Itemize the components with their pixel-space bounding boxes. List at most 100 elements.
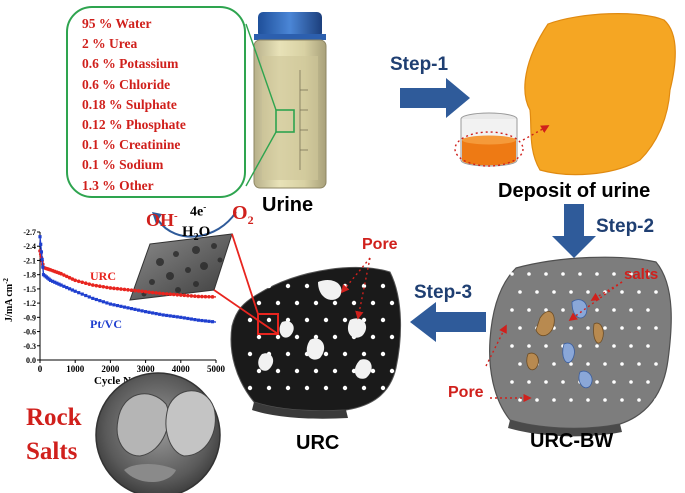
series-point-ptvc	[84, 293, 88, 298]
pore-dot	[389, 334, 395, 340]
series-point-ptvc	[67, 287, 72, 291]
series-point-urc	[189, 294, 194, 298]
series-point-ptvc	[147, 310, 151, 314]
series-point-ptvc	[57, 282, 61, 286]
pore-dot	[637, 398, 641, 402]
series-point-ptvc	[179, 315, 183, 319]
urine-jar	[253, 12, 327, 189]
pore-dot	[389, 300, 395, 306]
y-tick-label: 0.0	[26, 356, 36, 365]
urine-composition-list: 95 % Water 2 % Urea 0.6 % Potassium 0.6 …	[66, 6, 246, 198]
pore-dot	[646, 344, 650, 348]
series-point-ptvc	[175, 315, 179, 319]
series-point-ptvc	[48, 278, 53, 282]
series-point-urc	[203, 294, 208, 299]
series-point-ptvc	[154, 312, 158, 316]
series-point-ptvc	[98, 299, 102, 303]
pore-dot	[256, 368, 262, 374]
pore-dot	[586, 290, 590, 294]
pore-dot	[629, 344, 633, 348]
pore-dot	[313, 368, 319, 374]
y-tick-label: -2.7	[23, 228, 36, 237]
pore-dot	[544, 380, 548, 384]
callout-lines	[245, 23, 277, 187]
pore-dot	[510, 344, 514, 348]
pore-dot	[629, 308, 633, 312]
pore-dot	[518, 290, 522, 294]
pore-dot	[518, 398, 522, 402]
series-point-urc	[122, 287, 127, 292]
y-tick-label: -0.6	[23, 328, 36, 337]
series-point-ptvc	[65, 285, 69, 290]
pore-dot	[370, 300, 376, 306]
pore-dot	[595, 344, 599, 348]
pore-dot	[266, 317, 272, 323]
y-tick-label: -1.5	[23, 285, 36, 294]
series-point-urc	[83, 281, 88, 286]
urc-bw-label: URC-BW	[530, 430, 614, 452]
pore-dot	[361, 283, 367, 289]
series-point-ptvc	[144, 310, 148, 314]
reaction-h2o: H2O	[182, 224, 211, 243]
series-point-ptvc	[126, 306, 130, 310]
series-point-ptvc	[80, 292, 84, 296]
pore-dot	[285, 317, 291, 323]
pore-dot	[646, 272, 650, 276]
pore-dot	[637, 362, 641, 366]
series-point-urc	[126, 288, 130, 292]
pore-dot	[620, 362, 624, 366]
step3-arrow	[410, 302, 486, 342]
series-point-urc	[196, 294, 201, 299]
series-point-urc	[150, 290, 155, 295]
series-point-ptvc	[40, 257, 44, 262]
series-point-urc	[210, 295, 215, 299]
pore-dot	[510, 380, 514, 384]
series-point-ptvc	[51, 279, 55, 283]
series-point-urc	[80, 280, 85, 285]
pore-dot	[256, 300, 262, 306]
pore-dot	[510, 308, 514, 312]
series-point-ptvc	[59, 283, 63, 287]
series-point-ptvc	[94, 297, 98, 302]
y-tick-label: -1.2	[23, 299, 36, 308]
series-point-urc	[161, 291, 165, 296]
rock-salt-sem	[95, 372, 221, 493]
series-point-ptvc	[161, 313, 165, 317]
pore-dot	[552, 362, 556, 366]
series-point-ptvc	[87, 295, 91, 299]
pore-dot	[646, 308, 650, 312]
series-point-urc	[186, 293, 190, 298]
series-point-urc	[179, 293, 183, 297]
series-point-urc	[59, 271, 63, 276]
series-point-urc	[115, 286, 120, 291]
series-point-urc	[112, 286, 116, 291]
pore-dot	[304, 385, 310, 391]
salts-big-label: Salts	[26, 438, 78, 465]
pore-dot	[620, 290, 624, 294]
pore-dot	[603, 362, 607, 366]
pore-dot	[380, 317, 386, 323]
pore-dot	[342, 317, 348, 323]
series-point-urc	[168, 292, 173, 296]
series-point-urc	[91, 283, 95, 287]
pore-dot	[578, 344, 582, 348]
composition-item: 1.3 % Other	[82, 177, 154, 193]
pore-dot	[561, 272, 565, 276]
step2-arrow	[552, 204, 596, 258]
series-point-ptvc	[122, 305, 127, 309]
chart-ylabel: J/mA cm-2	[2, 278, 15, 322]
pore-dot	[612, 380, 616, 384]
series-point-ptvc	[105, 301, 109, 305]
series-point-ptvc	[210, 320, 215, 324]
series-point-ptvc	[207, 319, 211, 323]
pore-dot	[620, 398, 624, 402]
pore-dot	[569, 398, 573, 402]
series-point-urc	[62, 273, 66, 277]
beaker	[454, 112, 550, 167]
series-point-ptvc	[39, 250, 44, 254]
composition-item: 0.1 % Creatinine	[82, 137, 181, 153]
pore-dot	[351, 300, 357, 306]
y-tick-label: -2.4	[23, 242, 36, 251]
series-point-ptvc	[203, 319, 208, 323]
reaction-arc	[152, 211, 237, 238]
